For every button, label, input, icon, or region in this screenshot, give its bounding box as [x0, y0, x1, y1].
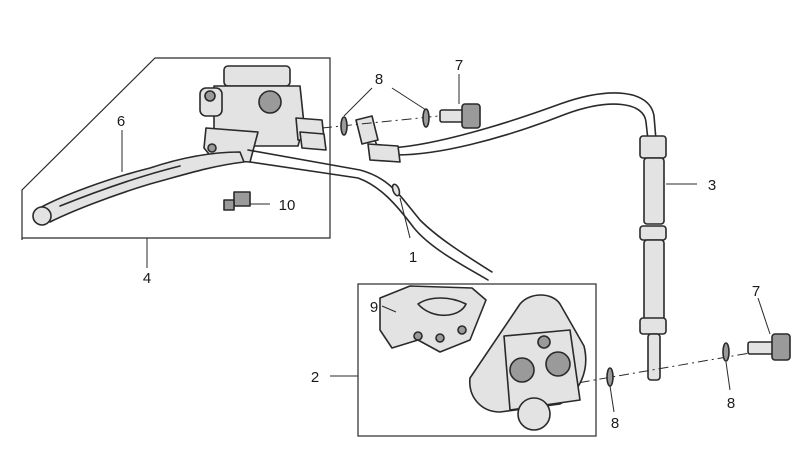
callout-10: 10: [279, 197, 296, 214]
callout-9: 9: [370, 299, 378, 316]
brake-caliper: [469, 294, 587, 431]
callout-8-upper: 8: [375, 71, 383, 88]
brake-switch: [223, 191, 270, 211]
callout-8-lower-left: 8: [611, 415, 619, 432]
brake-lever: [32, 151, 245, 226]
callout-7-upper: 7: [455, 57, 463, 74]
leader-lines: [121, 74, 771, 413]
callout-7-lower: 7: [752, 283, 760, 300]
callout-4: 4: [143, 270, 151, 287]
master-cylinder: [199, 65, 327, 163]
caliper-assembly-frame: [330, 283, 597, 437]
callout-3: 3: [708, 177, 716, 194]
callout-6: 6: [117, 113, 125, 130]
brake-hose: [355, 92, 667, 381]
callout-1: 1: [409, 249, 417, 266]
callout-2: 2: [311, 369, 319, 386]
callout-8-lower-right: 8: [727, 395, 735, 412]
lever-assembly-frame: [21, 57, 331, 268]
brake-pads: [379, 285, 487, 353]
switch-wire: [247, 149, 493, 281]
upper-banjo-bolt: [321, 103, 481, 136]
lower-banjo-bolt: [559, 333, 791, 387]
